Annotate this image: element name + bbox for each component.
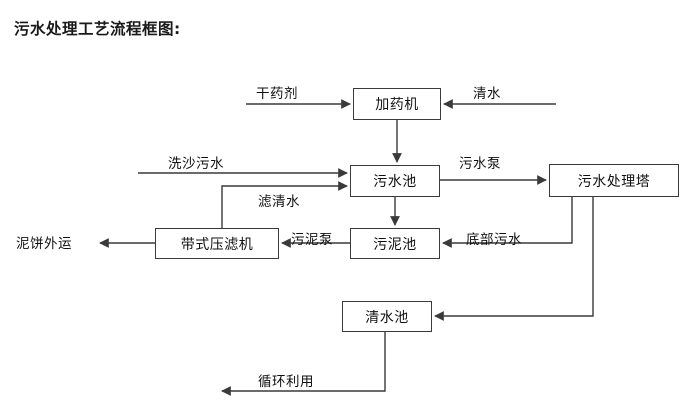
node-belt-filter-press[interactable]: 带式压滤机: [155, 228, 279, 259]
node-dosing-machine-label: 加药机: [375, 97, 419, 113]
label-dry-reagent: 干药剂: [256, 86, 298, 102]
label-sludge-pump: 污泥泵: [291, 232, 333, 248]
label-sand-wash-wastewater: 洗沙污水: [168, 156, 224, 172]
node-sludge-pool[interactable]: 污泥池: [350, 228, 440, 259]
label-clean-water-input: 清水: [473, 86, 501, 102]
node-dosing-machine[interactable]: 加药机: [353, 88, 441, 120]
node-wastewater-pool-label: 污水池: [373, 174, 417, 190]
label-wastewater-pump: 污水泵: [459, 156, 501, 172]
node-treatment-tower-label: 污水处理塔: [577, 173, 651, 190]
node-wastewater-pool[interactable]: 污水池: [350, 165, 440, 197]
node-treatment-tower[interactable]: 污水处理塔: [549, 164, 679, 197]
edge-treatment-tower-to-clear-water-pool: [434, 197, 594, 321]
edge-belt-filter-press-to-wastewater-pool: [221, 181, 348, 228]
node-clear-water-pool-label: 清水池: [365, 309, 409, 326]
edge-clear-water-pool-to-recycle: [221, 332, 386, 396]
edge-treatment-tower-to-sludge-pool: [442, 197, 573, 248]
node-sludge-pool-label: 污泥池: [373, 236, 417, 253]
node-clear-water-pool[interactable]: 清水池: [342, 301, 432, 332]
label-recycle-reuse: 循环利用: [258, 374, 314, 390]
label-mud-cake-out: 泥饼外运: [16, 236, 72, 252]
page-title: 污水处理工艺流程框图:: [14, 20, 181, 38]
node-belt-filter-press-label: 带式压滤机: [180, 236, 254, 253]
label-filtered-clear-water: 滤清水: [258, 194, 300, 210]
label-bottom-wastewater: 底部污水: [466, 232, 522, 248]
